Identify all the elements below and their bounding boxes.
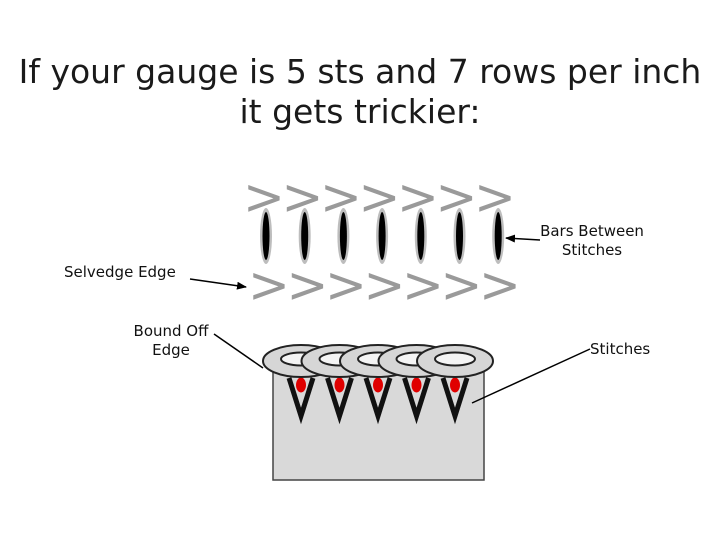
bottom-chevron-6: > <box>441 256 483 314</box>
title-line-1: If your gauge is 5 sts and 7 rows per in… <box>18 52 702 91</box>
bound-off-ring-5 <box>416 344 494 378</box>
selvedge-edge-label: Selvedge Edge <box>64 263 176 281</box>
bottom-chevron-1: > <box>248 256 290 314</box>
bars-between-stitches-label: Bars Between Stitches <box>536 222 648 260</box>
bars-pointer-arrow <box>505 234 541 243</box>
bound-off-edge-label: Bound Off Edge <box>126 322 216 360</box>
bar-3 <box>337 208 350 264</box>
bound-off-pointer-line <box>213 333 264 369</box>
stitch-dot-2 <box>334 377 345 393</box>
stitch-v-4 <box>402 377 431 425</box>
bottom-chevron-7: > <box>479 256 521 314</box>
selvedge-pointer-arrow <box>189 278 247 290</box>
bars-label-line-2: Stitches <box>561 241 623 259</box>
bottom-chevron-5: > <box>402 256 444 314</box>
stitch-dot-4 <box>411 377 422 393</box>
slide-title: If your gauge is 5 sts and 7 rows per in… <box>0 52 720 132</box>
bar-1 <box>260 208 272 264</box>
bar-5 <box>414 208 427 264</box>
title-line-2: it gets trickier: <box>239 92 481 131</box>
bound-off-label-line-2: Edge <box>152 341 190 359</box>
stitch-dot-1 <box>296 377 306 393</box>
bar-7 <box>492 208 505 264</box>
stitches-label: Stitches <box>590 340 651 358</box>
bar-2 <box>298 208 311 264</box>
bar-6 <box>453 208 466 264</box>
bottom-chevron-3: > <box>325 256 367 314</box>
bar-4 <box>376 208 389 264</box>
stitch-v-5 <box>440 377 470 425</box>
top-chevron-row: >>>>>>> <box>243 168 516 226</box>
bottom-chevron-row: >>>>>>> <box>248 256 521 314</box>
bottom-chevron-2: > <box>287 256 329 314</box>
stitch-dot-3 <box>373 377 383 393</box>
bound-off-label-line-1: Bound Off <box>133 322 209 340</box>
bar-row <box>260 208 505 264</box>
stitches-pointer-line <box>471 348 591 404</box>
bottom-chevron-4: > <box>364 256 406 314</box>
stitch-legs <box>286 377 470 425</box>
stitch-v-1 <box>286 377 316 425</box>
bound-off-rings <box>262 344 494 378</box>
bars-label-line-1: Bars Between <box>540 222 644 240</box>
bound-off-stitch-row <box>262 344 494 425</box>
stitch-dot-5 <box>450 377 460 393</box>
stitch-v-2 <box>325 377 354 425</box>
stitch-v-3 <box>363 377 393 425</box>
